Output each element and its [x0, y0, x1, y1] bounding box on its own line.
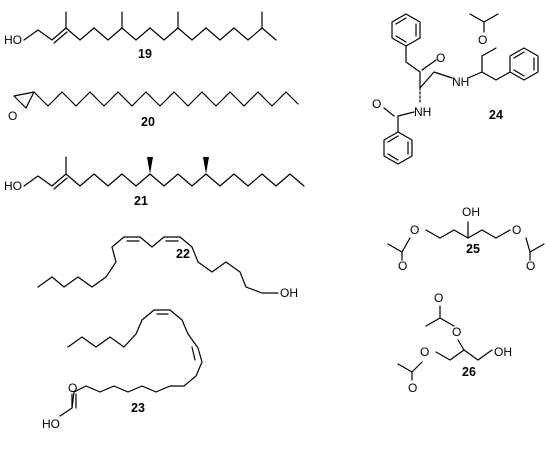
- compound-26-hydroxyl-label: OH: [494, 345, 512, 359]
- compound-25-ester-oxygen-right: O: [512, 223, 521, 237]
- compound-21-number: 21: [134, 194, 148, 208]
- compound-26-o-link: [457, 339, 465, 351]
- compound-23: O HO 23: [42, 309, 203, 431]
- compound-23-chain: [59, 309, 203, 417]
- compound-24-backbone: [405, 45, 453, 89]
- compound-21-hydroxyl-label: HO: [4, 179, 22, 193]
- compound-20-epoxide-ring: [13, 91, 35, 109]
- compound-24-benzoyl-oxygen-label: O: [372, 97, 381, 111]
- compound-25-carbonyl-oxygen-right: O: [526, 259, 535, 273]
- compound-24-benzoyl-inner-bonds: [387, 135, 409, 161]
- compound-22-chain: [37, 236, 279, 294]
- compound-25-hydroxyl-label: OH: [462, 205, 480, 219]
- compound-22: OH 22: [37, 236, 298, 300]
- compound-25-number: 25: [466, 242, 480, 256]
- compound-26-backbone: [435, 349, 493, 361]
- compound-26-carbonyl-oxygen-top: O: [434, 291, 443, 305]
- compound-26-number: 26: [462, 365, 476, 379]
- compound-20-chain: [33, 91, 299, 107]
- compound-24-phenyl-ring: [391, 13, 421, 47]
- compound-21-chain: [23, 173, 305, 187]
- compound-24-right-phenyl-inner-bonds: [513, 51, 535, 77]
- compound-24-benzoyl-ring: [383, 131, 413, 165]
- compound-24-amide-carbonyl: [421, 59, 437, 71]
- compound-23-double-bond: [191, 346, 196, 361]
- compound-26-left-acetyl: [397, 361, 423, 381]
- compound-24-benzoyl-carbonyl: [383, 107, 395, 117]
- compound-20: O 20: [8, 91, 299, 129]
- compound-24-benzoyl-link: [397, 111, 415, 133]
- compound-24-nh-label-left: NH: [414, 105, 431, 119]
- compound-26-top-acetyl: [425, 305, 455, 327]
- compound-20-number: 20: [141, 115, 155, 129]
- compound-24: O NH NH O O 24: [372, 13, 539, 165]
- compound-26: O O O O OH 26: [397, 291, 512, 395]
- compound-24-ester-oxygen-label: O: [478, 33, 487, 47]
- compound-19: HO 19: [4, 11, 277, 61]
- compound-24-right-phenyl-ring: [509, 47, 539, 81]
- compound-24-nh-label-right: NH: [452, 75, 469, 89]
- compound-25: OH O O O O 25: [387, 205, 545, 273]
- compound-26-ester-oxygen-left: O: [420, 345, 429, 359]
- compound-19-number: 19: [138, 47, 152, 61]
- compound-23-hydroxyl-label: HO: [42, 417, 60, 431]
- compound-21-wedge-methyl: [147, 157, 153, 174]
- compound-25-left-acetyl: [387, 237, 411, 261]
- compound-19-chain: [23, 27, 277, 41]
- compound-25-ester-oxygen-left: O: [410, 223, 419, 237]
- compound-25-carbonyl-oxygen-left: O: [398, 259, 407, 273]
- compound-21-wedge-methyl: [203, 157, 209, 174]
- compound-24-amide-oxygen-label: O: [436, 51, 445, 65]
- compound-24-number: 24: [489, 108, 503, 122]
- compound-21: HO 21: [4, 156, 305, 208]
- compound-19-hydroxyl-label: HO: [4, 33, 22, 47]
- compound-25-right-acetyl: [525, 237, 545, 261]
- compound-24-phenyl-inner-bonds: [395, 17, 417, 43]
- compound-24-benzyl-link: [481, 71, 511, 81]
- compound-23-carbonyl-oxygen-label: O: [68, 381, 77, 395]
- compound-22-hydroxyl-label: OH: [280, 286, 298, 300]
- compound-23-number: 23: [131, 401, 145, 415]
- compound-26-ester-oxygen-top: O: [452, 325, 461, 339]
- compound-24-right-chain: [467, 47, 497, 79]
- compound-21-double-bond: [53, 177, 68, 190]
- compound-23-carbonyl: [71, 393, 77, 409]
- compound-26-carbonyl-oxygen-left: O: [408, 381, 417, 395]
- compound-19-double-bond: [53, 31, 68, 44]
- compound-22-number: 22: [176, 247, 190, 261]
- compound-20-oxygen-label: O: [8, 109, 17, 123]
- compound-24-acetyl: [469, 13, 499, 33]
